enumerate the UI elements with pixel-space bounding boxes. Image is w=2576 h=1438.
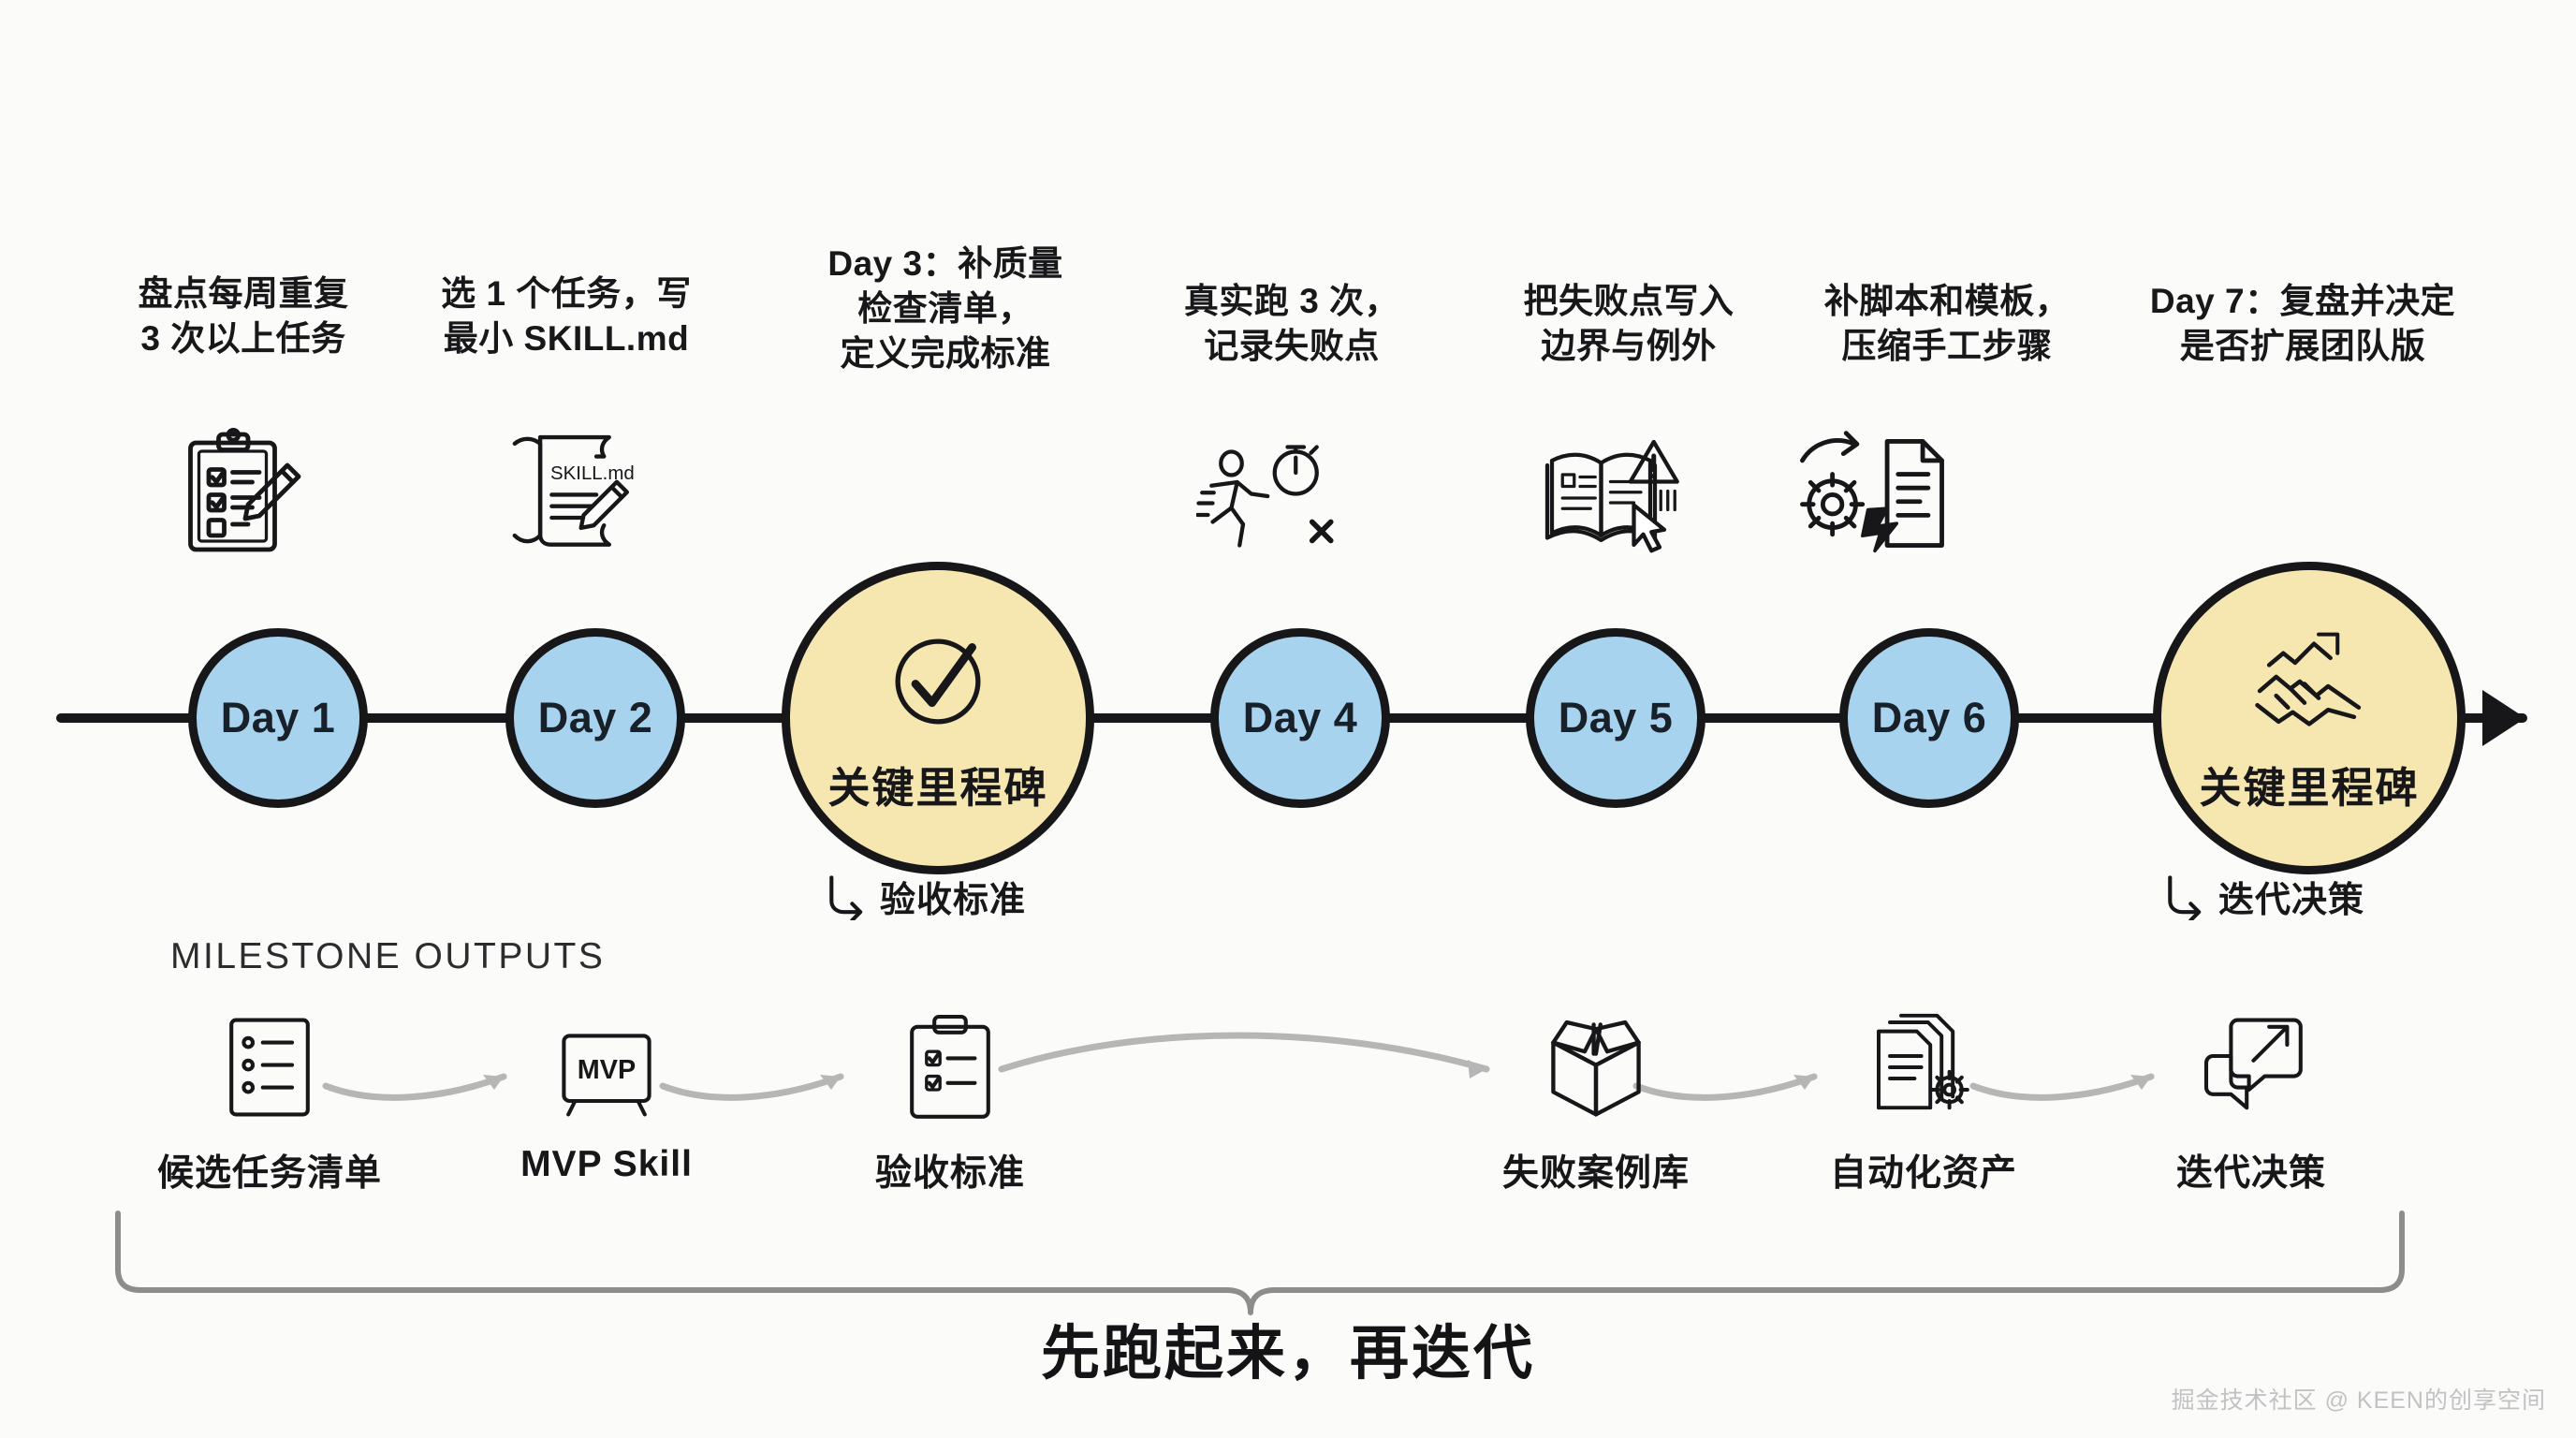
documents-gear-icon bbox=[1867, 1011, 1980, 1123]
corner-arrow-icon bbox=[2168, 874, 2202, 920]
step-caption-day5: 把失败点写入 边界与例外 bbox=[1523, 282, 1734, 366]
timeline-node-label: Day 6 bbox=[1871, 694, 1987, 741]
summary-tagline: 先跑起来，再迭代 bbox=[1041, 1321, 1535, 1387]
step-caption-day6: 补脚本和模板， 压缩手工步骤 bbox=[1823, 282, 2071, 366]
timeline-node-label: 关键里程碑 bbox=[2199, 763, 2420, 812]
output-label-6: 迭代决策 bbox=[2175, 1153, 2326, 1194]
step-caption-day1: 盘点每周重复 3 次以上任务 bbox=[138, 274, 349, 359]
outputs-section-title: MILESTONE OUTPUTS bbox=[170, 936, 606, 976]
list-document-icon bbox=[213, 1011, 326, 1123]
milestone-note-label: 迭代决策 bbox=[2218, 881, 2365, 920]
timeline-node-day4[interactable]: Day 4 bbox=[1210, 628, 1390, 808]
mvp-box-text: MVP bbox=[578, 1055, 636, 1085]
output-label-3: 验收标准 bbox=[874, 1153, 1025, 1194]
timeline-node-label: 关键里程碑 bbox=[827, 763, 1048, 812]
timeline-node-milestone-day7[interactable]: 关键里程碑 bbox=[2153, 562, 2466, 874]
scroll-skill-md-pencil-icon: SKILL.md bbox=[494, 419, 635, 560]
step-caption-day3: Day 3：补质量 检查清单， 定义完成标准 bbox=[827, 244, 1063, 374]
runner-stopwatch-icon bbox=[1196, 426, 1337, 566]
output-label-5: 自动化资产 bbox=[1829, 1153, 2017, 1194]
milestone-note-day3: 验收标准 bbox=[824, 871, 1026, 922]
clipboard-checklist-pencil-icon bbox=[175, 423, 315, 564]
step-caption-day2: 选 1 个任务，写 最小 SKILL.md bbox=[441, 274, 692, 359]
milestone-note-label: 验收标准 bbox=[880, 881, 1027, 920]
book-warning-cursor-icon bbox=[1543, 423, 1683, 564]
timeline-node-day1[interactable]: Day 1 bbox=[188, 628, 368, 808]
timeline-node-label: Day 2 bbox=[537, 694, 653, 741]
timeline-node-label: Day 1 bbox=[220, 694, 336, 741]
circle-check-icon bbox=[879, 623, 997, 741]
clipboard-check-icon bbox=[894, 1011, 1006, 1123]
mvp-box-icon: MVP bbox=[550, 1011, 663, 1123]
speech-bubbles-arrow-icon bbox=[2195, 1011, 2307, 1123]
scroll-filename-text: SKILL.md bbox=[550, 462, 635, 484]
summary-brace bbox=[115, 1211, 2405, 1315]
handshake-growth-arrow-icon bbox=[2250, 623, 2368, 741]
output-label-1: 候选任务清单 bbox=[156, 1153, 382, 1194]
gear-document-bolt-icon bbox=[1783, 423, 1961, 564]
timeline-node-day6[interactable]: Day 6 bbox=[1839, 628, 2019, 808]
timeline-node-label: Day 5 bbox=[1558, 694, 1674, 741]
timeline-arrowhead-icon bbox=[2482, 690, 2525, 746]
output-label-4: 失败案例库 bbox=[1501, 1153, 1690, 1194]
timeline-node-milestone-day3[interactable]: 关键里程碑 bbox=[782, 562, 1094, 874]
watermark: 掘金技术社区 @ KEEN的创享空间 bbox=[2171, 1387, 2546, 1414]
corner-arrow-icon bbox=[829, 874, 863, 920]
open-box-icon bbox=[1540, 1011, 1652, 1123]
output-label-2: MVP Skill bbox=[520, 1144, 693, 1184]
milestone-note-day7: 迭代决策 bbox=[2162, 871, 2364, 922]
timeline-node-day5[interactable]: Day 5 bbox=[1526, 628, 1705, 808]
step-caption-day7: Day 7：复盘并决定 是否扩展团队版 bbox=[2149, 282, 2456, 366]
timeline-node-day2[interactable]: Day 2 bbox=[505, 628, 685, 808]
timeline-node-label: Day 4 bbox=[1242, 694, 1358, 741]
step-caption-day4: 真实跑 3 次， 记录失败点 bbox=[1183, 282, 1400, 366]
